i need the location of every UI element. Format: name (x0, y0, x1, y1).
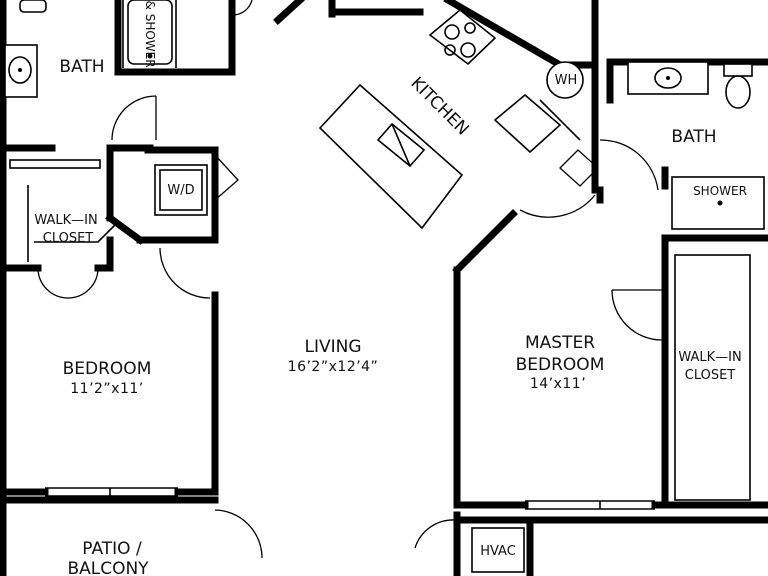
fixtures (4, 0, 765, 573)
door-swing-icon (214, 154, 239, 201)
hvac-unit-icon (471, 527, 525, 573)
toilet-icon (725, 75, 751, 109)
label-bedroom-dimensions: 11’2”x11’ (70, 381, 143, 397)
label-master-bedroom-2: BEDROOM (516, 355, 605, 375)
label-bedroom: BEDROOM (63, 359, 152, 379)
label-hvac: HVAC (480, 544, 516, 559)
label-living: LIVING (304, 337, 361, 357)
label-walk-in-closet-right-2: CLOSET (685, 368, 736, 383)
label-washer-dryer: W/D (167, 183, 194, 198)
door-swing-icon (611, 289, 663, 341)
label-master-bedroom-dimensions: 14’x11’ (530, 376, 586, 392)
label-water-heater: WH (555, 73, 578, 88)
label-patio-2: BALCONY (67, 559, 149, 576)
label-walk-in-closet-left-2: CLOSET (43, 231, 94, 246)
label-master-bedroom-1: MASTER (525, 333, 595, 353)
kitchen-island-icon (318, 83, 464, 230)
door-swing-icon (111, 95, 157, 141)
door-swing-icon (214, 509, 263, 559)
label-walk-in-closet-left-1: WALK—IN (34, 213, 97, 228)
label-bath-left: BATH (59, 57, 104, 77)
door-swing-icon (159, 247, 211, 299)
label-bath-right: BATH (671, 127, 716, 147)
door-swing-icon (37, 267, 69, 299)
stove-icon (428, 8, 497, 66)
label-patio-1: PATIO / (82, 539, 142, 559)
label-shower: SHOWER (693, 184, 747, 198)
label-living-dimensions: 16’2”x12’4” (288, 359, 379, 375)
closet-shelf-icon (9, 159, 101, 169)
water-heater-icon (546, 61, 584, 99)
label-walk-in-closet-right-1: WALK—IN (678, 350, 741, 365)
closet-shelf-icon (674, 254, 751, 501)
door-swing-icon (414, 519, 456, 549)
label-kitchen: KITCHEN (406, 73, 472, 139)
label-tub-shower: TUB & SHOWER (143, 0, 157, 68)
doors (37, 0, 663, 559)
door-swing-icon (599, 139, 659, 191)
toilet-icon (19, 0, 47, 13)
refrigerator-icon (493, 93, 562, 154)
bathtub-icon (127, 0, 173, 65)
door-swing-icon (519, 194, 596, 218)
